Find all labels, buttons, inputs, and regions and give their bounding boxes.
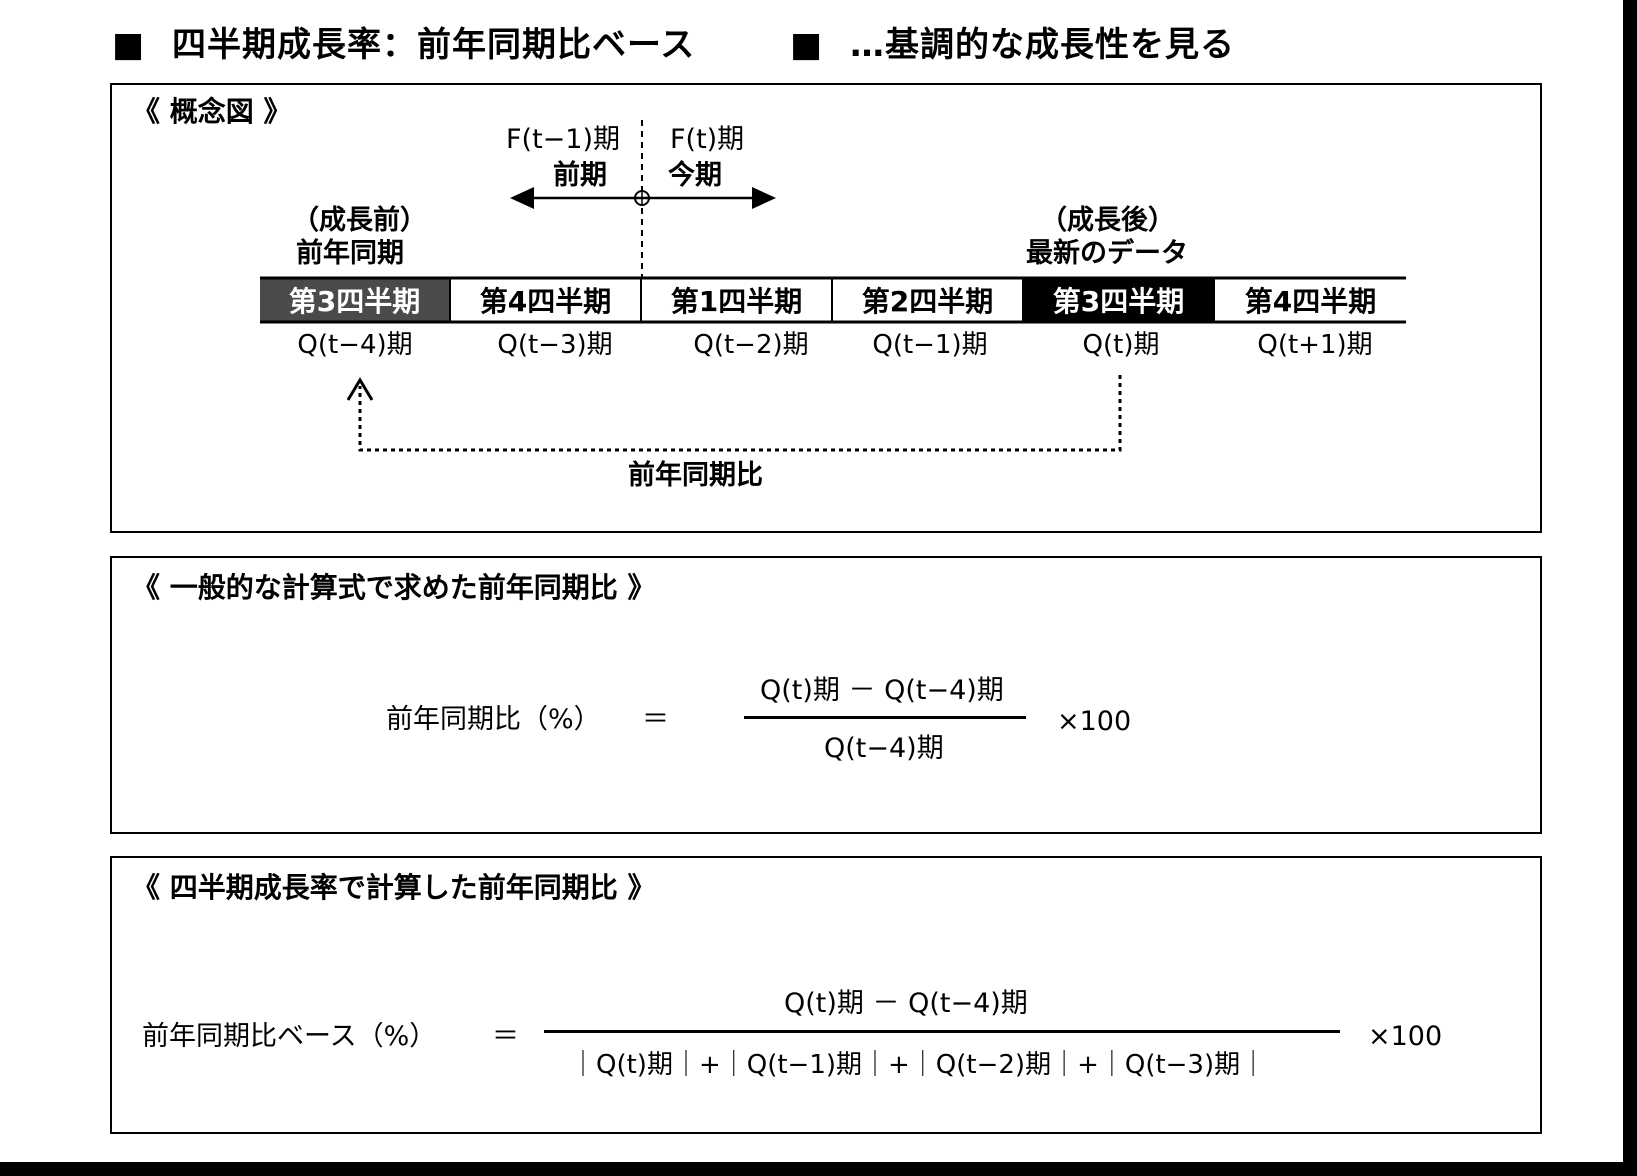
comparison-label: 前年同期比 bbox=[628, 460, 763, 491]
quarterly-formula-header: 《 四半期成長率で計算した前年同期比 》 bbox=[132, 871, 656, 904]
quarterly-formula-panel bbox=[110, 856, 1542, 1134]
period-label: Q(t−3)期 bbox=[497, 330, 613, 360]
title-marker-mid: ■ bbox=[790, 25, 824, 65]
general-formula-numerator: Q(t)期 － Q(t−4)期 bbox=[760, 675, 1004, 706]
general-formula-multiplier: ×100 bbox=[1057, 706, 1132, 737]
concept-diagram-lines bbox=[260, 120, 1406, 452]
comparison-arrow-head bbox=[346, 377, 374, 401]
after-note-2: 最新のデータ bbox=[1026, 238, 1188, 269]
page-subtitle: …基調的な成長性を見る bbox=[850, 25, 1235, 65]
quarter-cell: 第4四半期 bbox=[1244, 285, 1377, 318]
general-formula-equals: ＝ bbox=[642, 704, 669, 735]
arrow-head-right bbox=[752, 187, 776, 209]
quarter-cell: 第2四半期 bbox=[833, 278, 1024, 322]
quarterly-formula-lhs: 前年同期比ベース（%） bbox=[142, 1021, 437, 1052]
page: ■ 四半期成長率：前年同期比ベース ■ …基調的な成長性を見る 《 概念図 》 … bbox=[0, 0, 1623, 1162]
general-formula-fraction-bar bbox=[744, 716, 1026, 719]
period-label: Q(t−1)期 bbox=[872, 330, 988, 360]
period-label: Q(t+1)期 bbox=[1257, 330, 1373, 360]
arrow-head-left bbox=[510, 187, 534, 209]
period-label: Q(t−4)期 bbox=[297, 330, 413, 360]
general-formula-denominator: Q(t−4)期 bbox=[824, 733, 944, 764]
general-formula-panel bbox=[110, 556, 1542, 834]
period-label: Q(t)期 bbox=[1082, 330, 1160, 360]
before-note-2: 前年同期 bbox=[296, 238, 404, 269]
comparison-connector bbox=[358, 375, 1122, 452]
quarterly-formula-denominator: ｜Q(t)期｜+｜Q(t−1)期｜+｜Q(t−2)期｜+｜Q(t−3)期｜ bbox=[570, 1050, 1267, 1080]
quarter-cell-before: 第3四半期 bbox=[260, 278, 451, 322]
quarter-cell: 第4四半期 bbox=[451, 278, 642, 322]
quarter-cell-after: 第3四半期 bbox=[1024, 278, 1215, 322]
concept-header: 《 概念図 》 bbox=[132, 95, 292, 128]
period-label: Q(t−2)期 bbox=[693, 330, 809, 360]
quarter-cell: 第1四半期 bbox=[642, 278, 833, 322]
before-note-1: （成長前） bbox=[292, 205, 427, 236]
quarterly-formula-fraction-bar bbox=[544, 1030, 1340, 1033]
quarterly-formula-numerator: Q(t)期 － Q(t−4)期 bbox=[784, 988, 1028, 1019]
after-note-1: （成長後） bbox=[1040, 205, 1175, 236]
general-formula-header: 《 一般的な計算式で求めた前年同期比 》 bbox=[132, 571, 656, 604]
general-formula-lhs: 前年同期比（%） bbox=[386, 704, 601, 735]
fiscal-curr-label: F(t)期 bbox=[670, 124, 745, 155]
title-marker-left: ■ bbox=[112, 25, 146, 65]
fiscal-prev-label: F(t−1)期 bbox=[506, 124, 620, 155]
fiscal-prev-name: 前期 bbox=[553, 160, 607, 191]
fiscal-curr-name: 今期 bbox=[668, 160, 722, 191]
quarterly-formula-equals: ＝ bbox=[492, 1021, 519, 1052]
page-title: 四半期成長率：前年同期比ベース bbox=[172, 25, 696, 65]
quarterly-formula-multiplier: ×100 bbox=[1368, 1021, 1443, 1052]
